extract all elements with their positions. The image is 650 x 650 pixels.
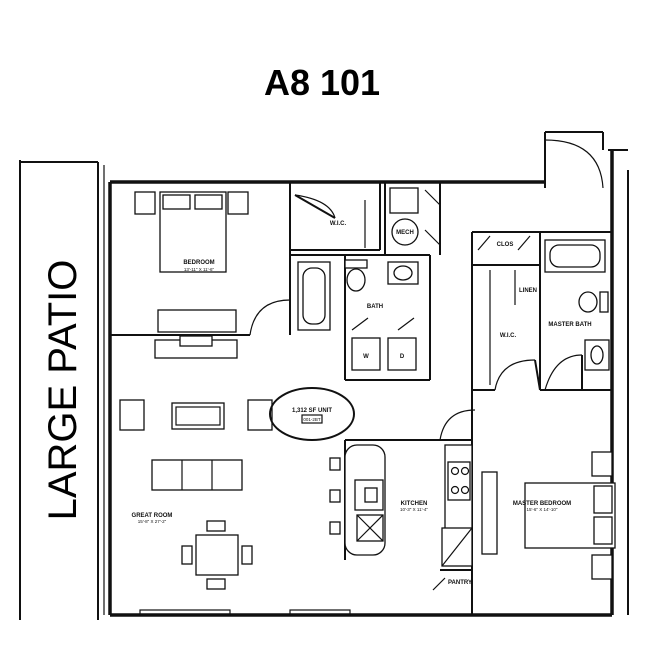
sink (364, 487, 378, 503)
unit-code: 001-2BT (303, 417, 321, 422)
room-name-great-room: GREAT ROOM (132, 513, 173, 519)
walk-in-closet-1: W.I.C. (330, 200, 366, 248)
dining-table (195, 534, 239, 576)
bar-stool (329, 489, 341, 503)
nightstand (591, 451, 613, 477)
tv (179, 335, 213, 347)
bedroom: BEDROOM 13'-11" X 11'-6" (134, 191, 249, 333)
room-name-bath: BATH (367, 304, 383, 310)
unit-area: 1,312 SF UNIT (292, 408, 332, 414)
master-bedroom: MASTER BEDROOM 15'-6" X 14'-10" (481, 451, 616, 580)
pillow (194, 194, 223, 210)
room-name-mech: MECH (396, 230, 414, 236)
master-dresser (481, 471, 498, 555)
room-name-kitchen: KITCHEN (401, 501, 428, 507)
bar-stool (329, 521, 341, 535)
master-toilet-tank (599, 291, 609, 313)
nightstand (134, 191, 156, 215)
master-sink (590, 345, 604, 365)
master-toilet (578, 291, 598, 313)
unit-area-annotation: 1,312 SF UNIT 001-2BT (269, 387, 355, 441)
toilet (346, 268, 366, 292)
patio: LARGE PATIO (19, 160, 105, 620)
great-room: GREAT ROOM 15'-8" X 27'-2" (119, 335, 351, 616)
kitchen: KITCHEN 10'-3" X 11'-4" PANTRY (329, 444, 473, 591)
armchair (119, 399, 145, 431)
room-name-wic-1: W.I.C. (330, 221, 347, 227)
patio-label: LARGE PATIO (41, 260, 85, 521)
room-name-bedroom: BEDROOM (183, 260, 214, 266)
mech-unit (391, 218, 419, 246)
closets: CLOS LINEN W.I.C. (477, 235, 537, 385)
mech-room: MECH (389, 187, 441, 246)
room-name-pantry: PANTRY (448, 580, 472, 586)
bath: BATH W D (297, 259, 419, 371)
room-dims-kitchen: 10'-3" X 11'-4" (400, 507, 428, 512)
bar-stool (329, 457, 341, 471)
room-name-wic-2: W.I.C. (500, 333, 517, 339)
toilet-tank (344, 259, 368, 269)
interior-walls (110, 182, 612, 615)
washer-label: W (363, 354, 369, 360)
pillow (162, 194, 191, 210)
nightstand (227, 191, 249, 215)
sofa (151, 459, 243, 491)
dresser (157, 309, 237, 333)
dryer (387, 337, 417, 371)
room-dims-great-room: 15'-8" X 27'-2" (138, 519, 167, 524)
sink (393, 265, 413, 281)
windows (139, 609, 231, 616)
room-name-master-bath: MASTER BATH (548, 322, 591, 328)
plan-title: A8 101 (264, 62, 380, 103)
room-dims-master-bedroom: 15'-6" X 14'-10" (527, 507, 558, 512)
room-name-master-bedroom: MASTER BEDROOM (513, 501, 571, 507)
master-bath: MASTER BATH (544, 239, 610, 371)
range (447, 461, 471, 501)
armchair (247, 399, 273, 431)
water-heater (389, 187, 419, 214)
room-name-linen: LINEN (519, 288, 537, 294)
pillow (593, 485, 613, 514)
washer (351, 337, 381, 371)
room-dims-bedroom: 13'-11" X 11'-6" (184, 267, 215, 272)
room-name-clos: CLOS (497, 242, 514, 248)
dryer-label: D (400, 354, 405, 360)
nightstand (591, 554, 613, 580)
pillow (593, 516, 613, 545)
